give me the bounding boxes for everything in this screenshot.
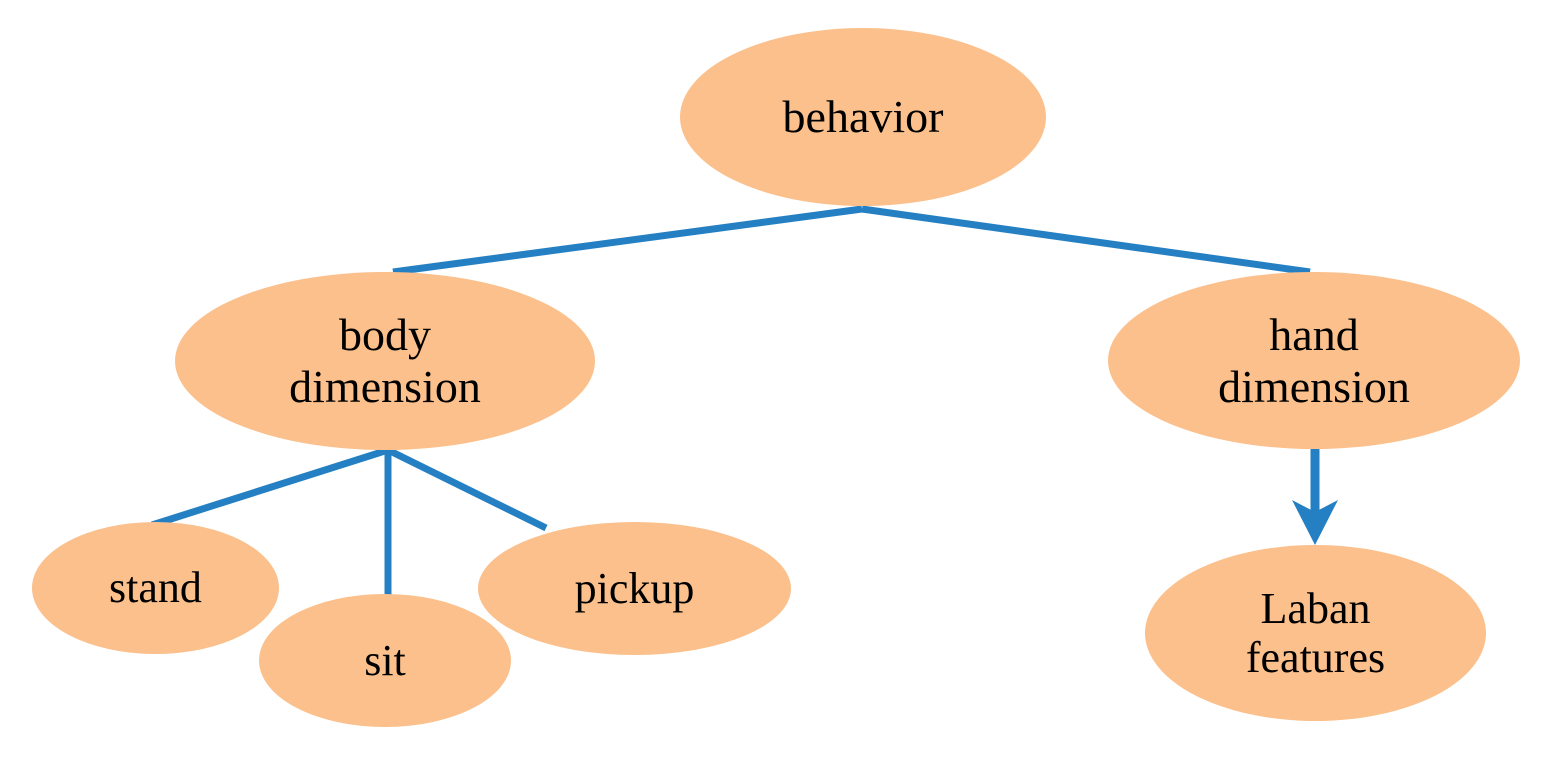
node-laban-features[interactable]: Laban features: [1145, 545, 1486, 721]
node-pickup-label: pickup: [574, 563, 695, 613]
edge-body-pickup: [386, 446, 548, 532]
node-body-dimension[interactable]: body dimension: [175, 272, 595, 450]
node-behavior-label: behavior: [782, 91, 944, 143]
edge-behavior-hand: [861, 205, 1311, 276]
node-stand[interactable]: stand: [32, 522, 279, 654]
node-body-dimension-label: body dimension: [289, 309, 481, 412]
node-laban-features-label: Laban features: [1245, 583, 1386, 682]
node-hand-dimension-label: hand dimension: [1218, 308, 1410, 412]
node-stand-label: stand: [109, 563, 202, 613]
edge-hand-laban: [1292, 449, 1338, 545]
node-pickup[interactable]: pickup: [478, 522, 791, 655]
edge-body-stand: [150, 446, 390, 529]
edge-behavior-body: [392, 205, 863, 276]
node-behavior[interactable]: behavior: [680, 28, 1046, 206]
node-sit[interactable]: sit: [259, 594, 511, 727]
node-sit-label: sit: [364, 635, 406, 685]
node-hand-dimension[interactable]: hand dimension: [1108, 272, 1520, 449]
